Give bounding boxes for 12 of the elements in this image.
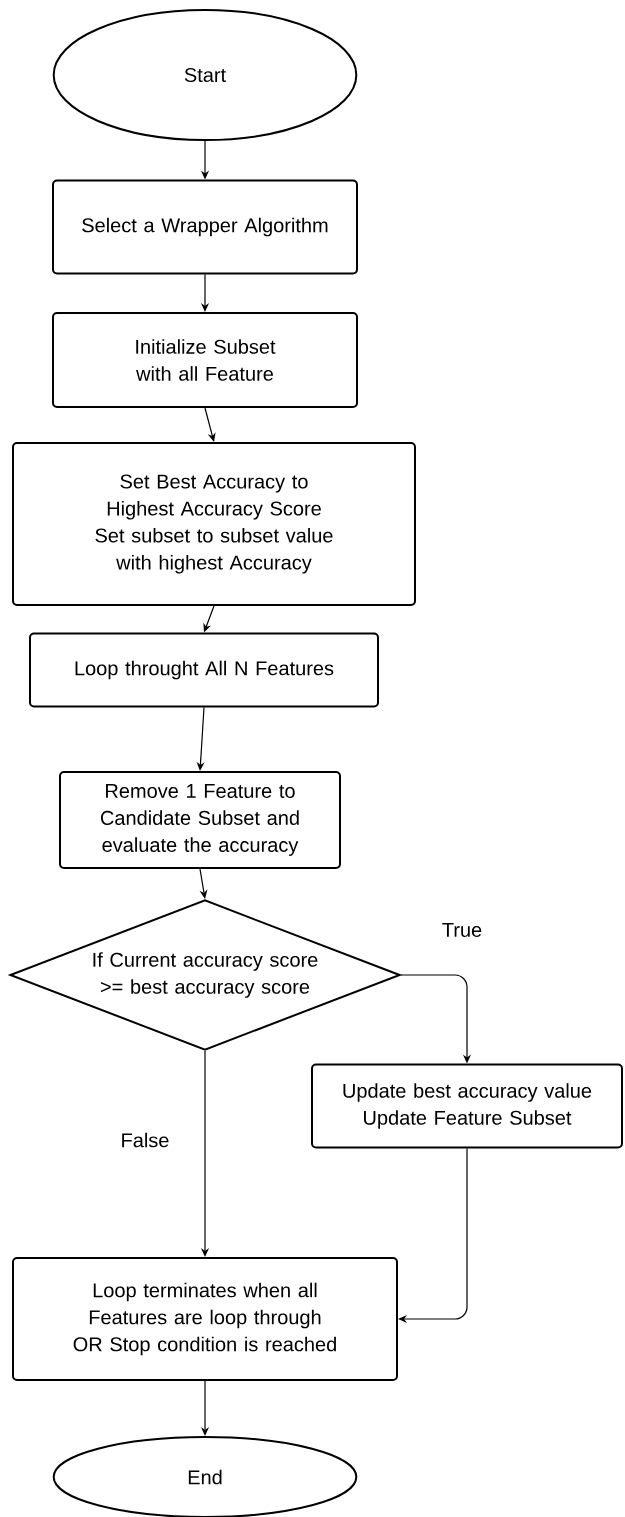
process-box: Select a Wrapper Algorithm bbox=[52, 179, 358, 275]
process-box: Loop terminates when all Features are loop through OR Stop condition is reached bbox=[12, 1257, 398, 1381]
arrow bbox=[398, 1147, 468, 1324]
edge-label: False bbox=[118, 1130, 172, 1150]
process-box: Remove 1 Feature to Candidate Subset and evaluate the accuracy bbox=[59, 771, 341, 869]
arrow bbox=[199, 868, 208, 899]
process-box: Update best accuracy value Update Feature Subset bbox=[311, 1063, 623, 1149]
arrow bbox=[204, 407, 216, 442]
process-box: Set Best Accuracy to Highest Accuracy Score Set subset to subset value with highest Accuracy bbox=[12, 442, 416, 606]
process-box: Initialize Subset with all Feature bbox=[52, 312, 358, 408]
edge-label: True bbox=[439, 921, 485, 939]
process-box: Loop throught All N Features bbox=[29, 632, 379, 708]
